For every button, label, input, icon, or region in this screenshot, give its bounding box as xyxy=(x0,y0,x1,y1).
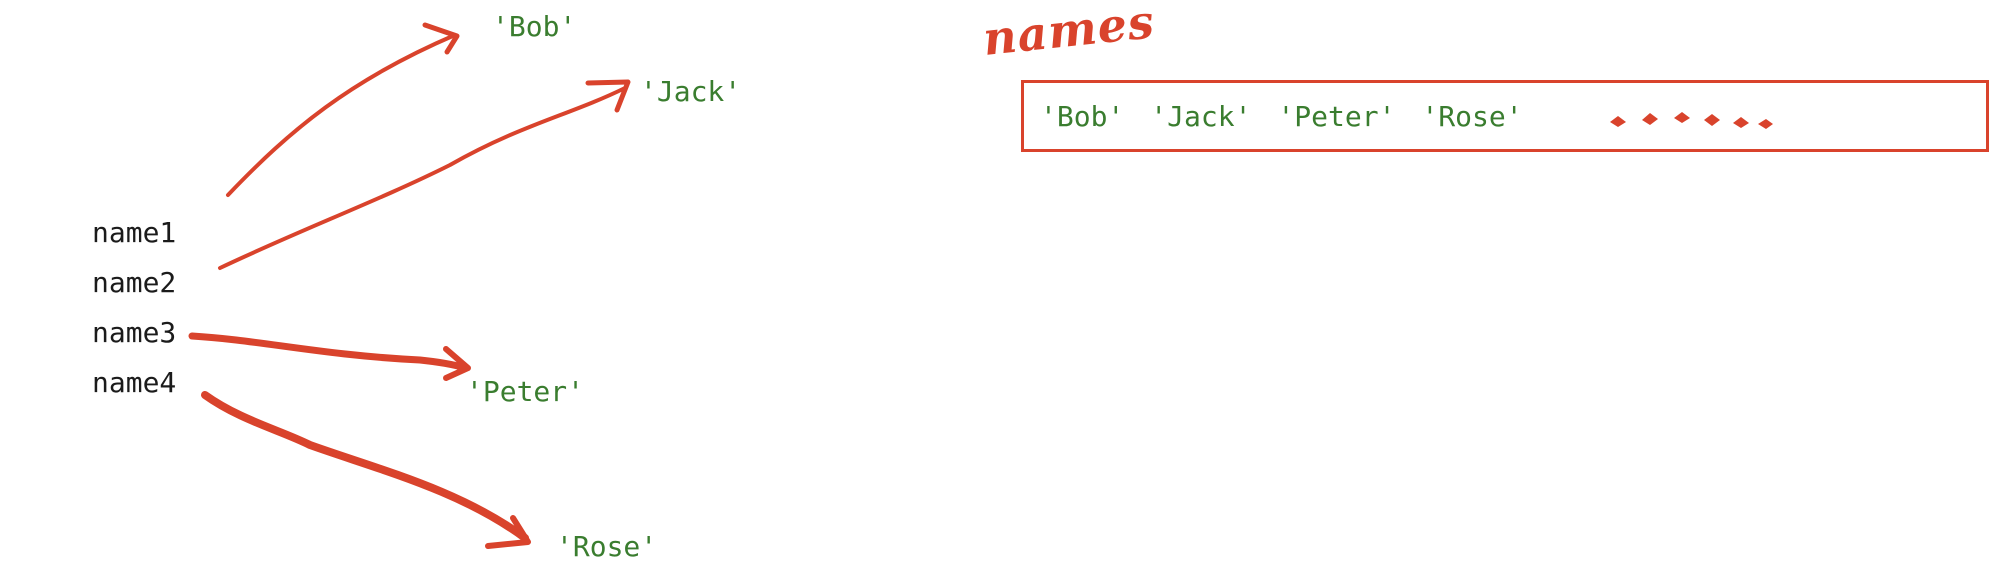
dot-1 xyxy=(1610,116,1626,127)
arrow-to-rose xyxy=(201,391,529,542)
dot-5 xyxy=(1733,117,1749,128)
names-list-box: 'Bob' 'Jack' 'Peter' 'Rose' xyxy=(1021,80,1989,152)
arrow-head-jack xyxy=(585,79,631,113)
dot-4 xyxy=(1704,114,1720,126)
continuation-dots xyxy=(1610,112,1773,129)
dot-6 xyxy=(1758,119,1773,129)
list-item: 'Peter' xyxy=(1277,100,1396,133)
string-jack: 'Jack' xyxy=(640,75,742,108)
variable-name3: name3 xyxy=(92,316,177,349)
arrow-head-bob xyxy=(422,22,460,55)
variable-name4: name4 xyxy=(92,366,177,399)
string-rose: 'Rose' xyxy=(556,530,658,563)
list-item: 'Bob' xyxy=(1040,100,1125,133)
arrow-to-bob xyxy=(226,33,457,197)
variable-name2: name2 xyxy=(92,266,177,299)
list-item: 'Jack' xyxy=(1150,100,1252,133)
string-bob: 'Bob' xyxy=(492,10,577,43)
dot-2 xyxy=(1642,113,1658,125)
dot-3 xyxy=(1674,112,1690,123)
arrow-head-peter xyxy=(443,346,471,381)
names-list-items: 'Bob' 'Jack' 'Peter' 'Rose' xyxy=(1040,100,1523,134)
variable-name1: name1 xyxy=(92,216,177,249)
arrow-head-rose xyxy=(485,515,531,549)
arrow-to-peter xyxy=(188,332,470,372)
string-peter: 'Peter' xyxy=(466,375,585,408)
arrow-to-jack xyxy=(218,86,627,270)
list-item: 'Rose' xyxy=(1421,100,1523,133)
